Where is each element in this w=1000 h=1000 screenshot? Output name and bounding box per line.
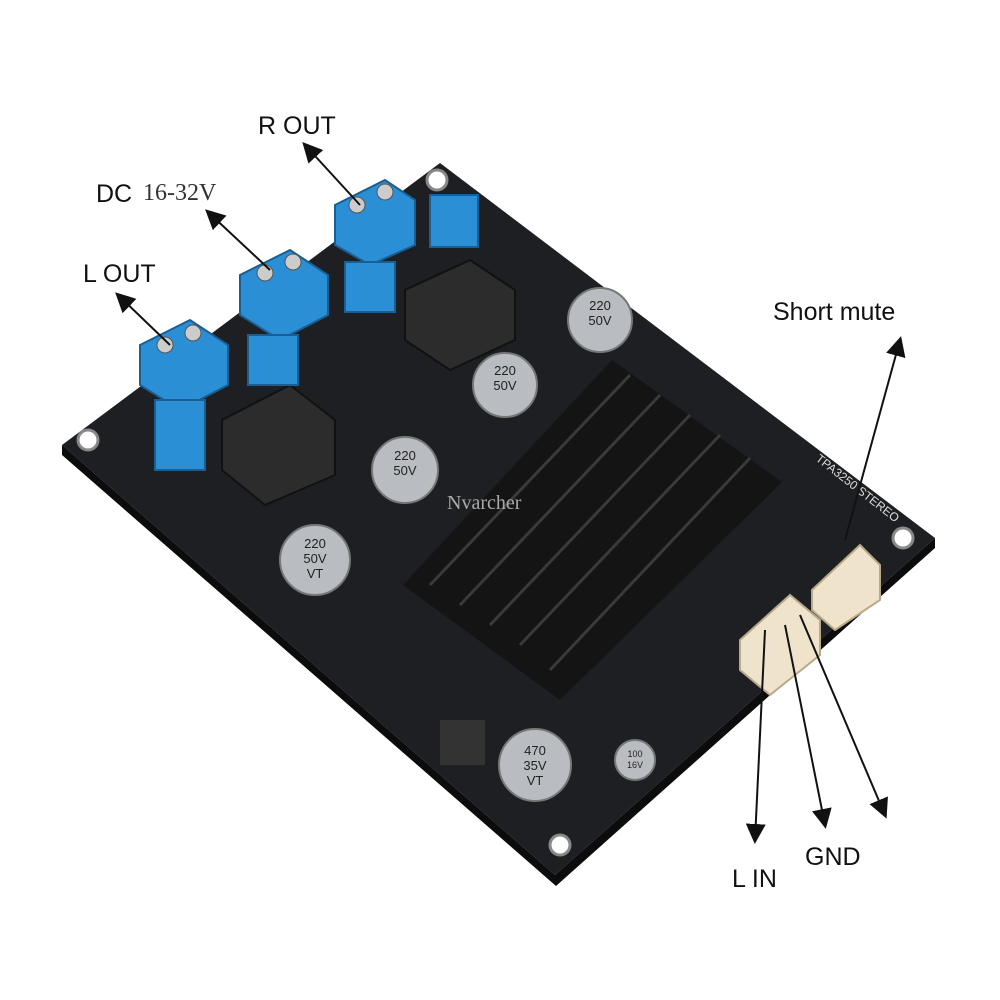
cap-text: 220 (494, 363, 516, 378)
label-l-out: L OUT (83, 260, 156, 288)
cap-text: VT (527, 773, 544, 788)
watermark: Nvarcher (447, 492, 522, 514)
input-connectors (739, 543, 881, 697)
cap-text: 50V (303, 551, 326, 566)
cap-text: 50V (393, 463, 416, 478)
capacitors (279, 287, 656, 802)
callout-arrows (115, 142, 906, 844)
cap-text: 16V (627, 760, 643, 770)
label-gnd: GND (805, 843, 861, 871)
cap-text: 220 (589, 298, 611, 313)
cap-text: 35V (523, 758, 546, 773)
cap-text: 50V (588, 313, 611, 328)
label-l-in: L IN (732, 865, 777, 893)
mounting-holes (76, 168, 915, 857)
label-dc-voltage: 16-32V (143, 180, 217, 206)
cap-text: 220 (394, 448, 416, 463)
cap-text: 50V (493, 378, 516, 393)
small-inductor (440, 720, 485, 765)
label-r-out: R OUT (258, 112, 336, 140)
inductors (221, 258, 516, 507)
cap-text: 470 (524, 743, 546, 758)
cap-text: 220 (304, 536, 326, 551)
label-dc: DC (96, 180, 133, 208)
cap-text: VT (307, 566, 324, 581)
cap-text: 100 (627, 749, 642, 759)
label-short-mute: Short mute (773, 298, 896, 326)
